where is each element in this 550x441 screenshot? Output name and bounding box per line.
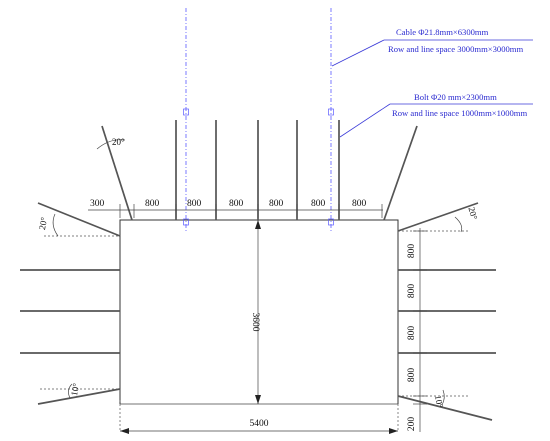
corner-bolt-left [101, 125, 133, 221]
cable-anchor-marker [183, 108, 189, 116]
rib-bolt-left-upper [37, 202, 121, 237]
width-label: 5400 [250, 419, 269, 429]
cable-anchor-marker [328, 108, 334, 116]
dimension-label-offset: 300 [90, 199, 105, 209]
angle-label-left-upper: 20° [37, 216, 49, 231]
bolt-spec-label: Bolt Φ20 mm×2300mm [414, 92, 497, 102]
right-dimension-label: 800 [407, 326, 417, 341]
bolt-spacing-label: Row and line space 1000mm×1000mm [392, 108, 527, 118]
annotation-leaders [331, 39, 533, 138]
right-dimension-chain [413, 228, 427, 432]
right-dimension-label-bottom: 200 [407, 417, 417, 432]
roof-bolts [175, 120, 340, 220]
roadway-outline [119, 219, 399, 404]
angle-label-right-lower: 10° [433, 394, 445, 409]
right-dimension-label: 800 [407, 284, 417, 299]
top-dimension-chain [88, 204, 383, 218]
right-dimension-label: 800 [407, 244, 417, 259]
height-dimension [255, 220, 261, 404]
dimension-label: 800 [229, 199, 244, 209]
rib-bolt-right-lower [397, 395, 493, 421]
width-dimension [120, 428, 398, 434]
dimension-label: 800 [187, 199, 202, 209]
angle-arcs [52, 139, 463, 406]
roadway-section [119, 219, 399, 405]
height-label: 3600 [250, 313, 260, 332]
dimension-label: 800 [311, 199, 326, 209]
corner-bolt-right [383, 125, 418, 221]
cable-spacing-label: Row and line space 3000mm×3000mm [388, 44, 523, 54]
angle-label-right-upper: 20° [466, 206, 479, 221]
rib-bolt-right-upper [397, 202, 479, 232]
angle-reference-lines [40, 230, 470, 430]
dimension-label: 800 [269, 199, 284, 209]
cable-plate-marker [328, 218, 334, 226]
rib-bolt-left-lower [37, 388, 121, 405]
cable-spec-label: Cable Φ21.8mm×6300mm [396, 27, 489, 37]
angle-label-top-left: 20° [112, 137, 125, 147]
right-dimension-label: 800 [407, 368, 417, 383]
cables [183, 8, 334, 232]
dimension-label: 800 [145, 199, 160, 209]
right-rib-bolts [397, 202, 496, 421]
angle-label-left-lower: 10° [69, 382, 81, 397]
cable-plate-marker [183, 218, 189, 226]
left-rib-bolts [20, 202, 121, 405]
dimension-label: 800 [352, 199, 367, 209]
